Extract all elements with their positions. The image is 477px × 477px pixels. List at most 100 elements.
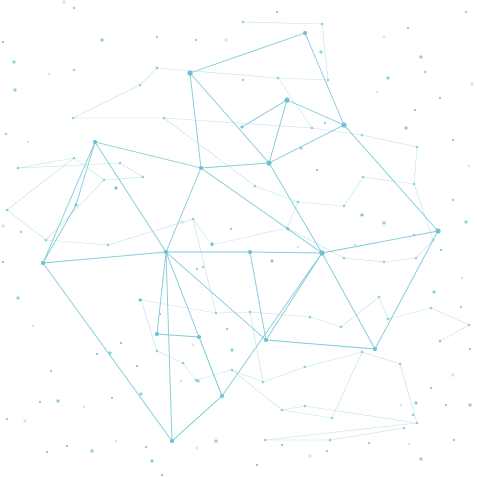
scatter-dot: [319, 50, 323, 54]
graph-edge: [321, 252, 376, 350]
graph-edge-faint: [361, 351, 401, 365]
graph-vertex-small: [241, 20, 245, 24]
graph-node: [319, 250, 325, 256]
graph-vertex-small: [382, 260, 386, 264]
graph-vertex-small: [339, 325, 343, 329]
graph-node-minor: [240, 125, 244, 129]
graph-edge: [171, 395, 223, 442]
graph-node: [264, 338, 268, 342]
graph-vertex-small: [342, 204, 346, 208]
graph-edge: [200, 167, 323, 254]
graph-vertex-small: [44, 238, 48, 242]
graph-edge-faint: [439, 324, 470, 342]
graph-edge-faint: [17, 162, 121, 169]
graph-vertex-small: [330, 416, 334, 420]
graph-edge: [241, 99, 288, 128]
graph-vertex-small: [431, 238, 435, 242]
graph-edge-faint: [311, 127, 363, 136]
graph-vertex-small: [438, 339, 442, 343]
graph-edge-faint: [321, 23, 329, 81]
scatter-dot: [444, 403, 448, 407]
graph-node: [187, 70, 193, 76]
graph-node: [155, 332, 159, 336]
graph-edge: [165, 251, 267, 341]
graph-node-minor: [360, 213, 364, 217]
graph-edge-faint: [254, 185, 299, 203]
scatter-dot: [19, 230, 23, 234]
graph-vertex-small: [5, 208, 9, 212]
scatter-dot: [382, 221, 386, 225]
scatter-dot: [196, 379, 200, 383]
graph-edge: [286, 99, 345, 126]
graph-edge-faint: [17, 157, 75, 169]
scatter-dot: [180, 220, 184, 224]
graph-edge-faint: [415, 239, 434, 259]
graph-edge: [200, 162, 270, 169]
graph-node: [248, 250, 252, 254]
graph-edge: [156, 251, 167, 335]
graph-edge-faint: [286, 201, 299, 229]
graph-edge-faint: [163, 117, 313, 129]
scatter-dot: [160, 473, 164, 477]
graph-edge-faint: [73, 157, 105, 181]
scatter-dot: [407, 442, 411, 446]
scatter-dot: [191, 343, 195, 347]
graph-vertex-small: [253, 184, 257, 188]
graph-node: [164, 250, 168, 254]
graph-edge: [42, 141, 96, 264]
graph-edge: [249, 251, 323, 254]
scatter-dot: [1, 224, 5, 228]
graph-edge: [221, 252, 323, 397]
scatter-dot: [432, 290, 436, 294]
graph-node: [197, 335, 201, 339]
graph-node: [341, 122, 347, 128]
scatter-dot: [230, 348, 234, 352]
scatter-dot: [194, 38, 198, 42]
graph-vertex-small: [214, 311, 218, 315]
scatter-dot: [155, 35, 159, 39]
graph-edge-faint: [361, 134, 418, 148]
scatter-dot: [179, 379, 183, 383]
scatter-dot: [114, 439, 118, 443]
scatter-dot: [144, 445, 148, 449]
graph-vertex-small: [361, 175, 365, 179]
scatter-dot: [423, 70, 427, 74]
graph-vertex-small: [248, 310, 252, 314]
scatter-dot: [414, 401, 418, 405]
scatter-dot: [468, 347, 472, 351]
graph-edge: [165, 167, 202, 253]
graph-edge-faint: [6, 157, 75, 211]
graph-edge-faint: [264, 422, 418, 441]
graph-edge: [268, 162, 323, 254]
graph-edge-faint: [262, 366, 306, 383]
scatter-dot: [299, 146, 303, 150]
graph-edge-faint: [281, 409, 333, 419]
graph-edge-faint: [343, 176, 364, 207]
graph-edge-faint: [140, 299, 158, 352]
graph-edge-faint: [192, 218, 213, 246]
scatter-dot: [47, 72, 51, 76]
graph-vertex-small: [181, 361, 185, 365]
graph-vertex-small: [72, 156, 76, 160]
graph-edge-faint: [304, 351, 363, 368]
scatter-dot: [229, 227, 233, 231]
graph-edge-faint: [103, 176, 144, 181]
graph-node: [284, 97, 290, 103]
graph-vertex-small: [303, 365, 307, 369]
graph-vertex-small: [414, 256, 418, 260]
scatter-dot: [82, 405, 86, 409]
scatter-dot: [451, 138, 455, 142]
graph-edge-faint: [231, 369, 283, 411]
graph-edge: [42, 262, 173, 442]
graph-node: [435, 228, 441, 234]
scatter-dot: [470, 82, 474, 86]
scatter-dot: [225, 327, 229, 331]
scatter-dot: [45, 450, 49, 454]
graph-node-minor: [210, 242, 214, 246]
graph-vertex-small: [360, 350, 364, 354]
graph-edge-faint: [304, 405, 418, 424]
graph-vertex-small: [360, 133, 364, 137]
scatter-dot: [49, 369, 53, 373]
scatter-dot: [464, 10, 468, 14]
